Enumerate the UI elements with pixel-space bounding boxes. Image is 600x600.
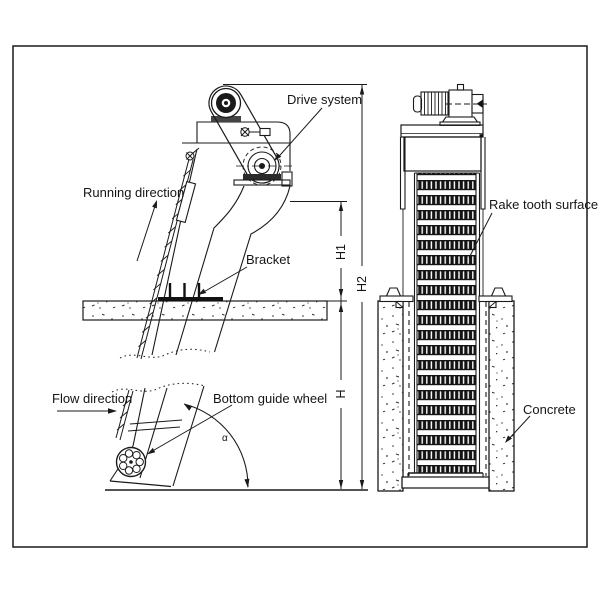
bottom-guide-wheel-label: Bottom guide wheel xyxy=(213,391,327,406)
mounting-bracket xyxy=(158,283,223,301)
drive-housing xyxy=(182,116,293,187)
drive-system-label: Drive system xyxy=(287,92,362,107)
dimension-label-h1: H1 xyxy=(334,244,348,260)
drive-system-leader xyxy=(274,107,323,161)
deck-slab xyxy=(82,300,347,321)
rake-tooth-surface-label: Rake tooth surface xyxy=(489,197,598,212)
drive-motor xyxy=(412,83,487,126)
wall-flange-right xyxy=(478,287,513,309)
angle-marker: α xyxy=(222,433,228,444)
rake-tooth-surface-leader xyxy=(468,212,493,259)
side-rails xyxy=(399,137,486,299)
concrete-leader xyxy=(505,415,531,443)
side-view xyxy=(82,85,368,491)
bottom-guide-wheel xyxy=(115,419,183,478)
discharge-pan xyxy=(401,472,490,489)
concrete-label: Concrete xyxy=(523,402,576,417)
front-view xyxy=(377,83,515,492)
concrete-wall-left xyxy=(377,300,404,492)
rake-teeth-grid xyxy=(413,172,481,473)
lower-pulley xyxy=(233,146,294,186)
running-direction-arrow xyxy=(136,200,157,262)
annotations xyxy=(57,107,531,455)
bracket-leader xyxy=(198,266,248,295)
flow-direction-arrow xyxy=(57,408,117,414)
channel-hidden-lines xyxy=(408,302,487,476)
angle-arc xyxy=(183,403,250,488)
bolt-icon xyxy=(240,127,271,137)
wall-flange-left xyxy=(379,287,414,309)
dimension-label-h2: H2 xyxy=(355,276,369,292)
bracket-label: Bracket xyxy=(246,252,290,267)
screen-frame xyxy=(109,148,291,488)
upper-pulley xyxy=(210,87,242,119)
running-direction-label: Running direction xyxy=(83,185,184,200)
concrete-wall-right xyxy=(488,300,515,492)
flow-direction-label: Flow direction xyxy=(52,391,132,406)
dimension-label-h: H xyxy=(334,389,348,398)
bottom-guide-wheel-leader xyxy=(147,404,233,455)
bolt-icon xyxy=(185,147,200,161)
rake-carriage xyxy=(175,180,197,224)
dimensions xyxy=(223,84,369,489)
